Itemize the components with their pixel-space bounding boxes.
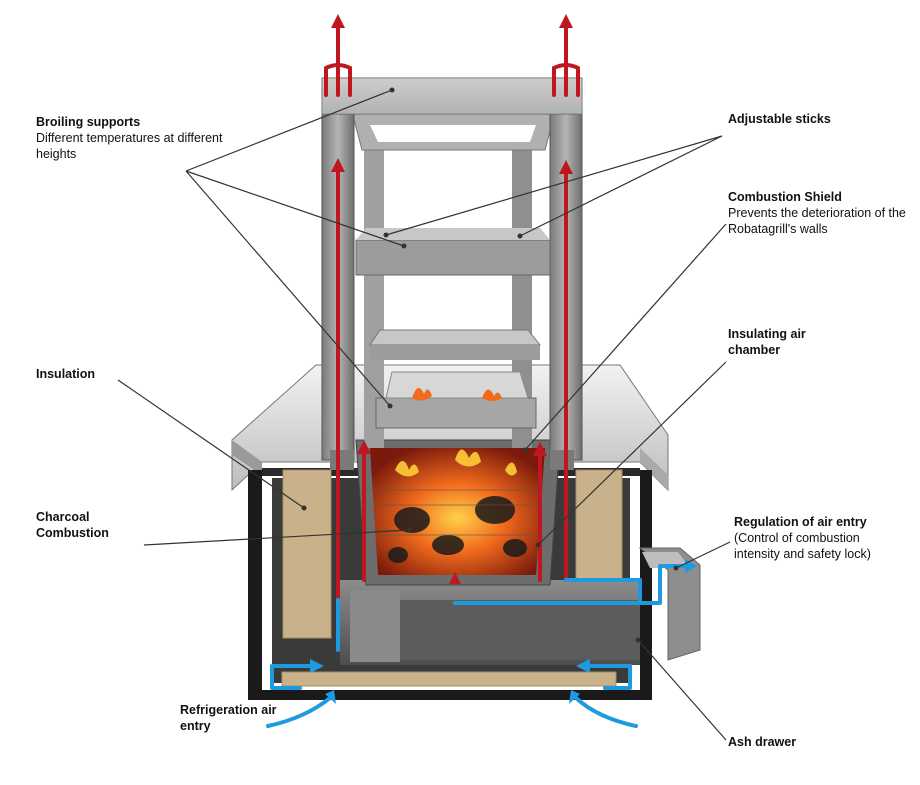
label-title: Charcoal Combustion: [36, 510, 109, 540]
label-description: (Control of combustion intensity and saf…: [734, 531, 871, 561]
label-title: Regulation of air entry: [734, 515, 867, 529]
label-combustion-shield: Combustion Shield Prevents the deteriora…: [728, 189, 908, 237]
hot-air-arrowheads: [331, 14, 573, 584]
label-title: Refrigeration air entry: [180, 703, 277, 733]
label-broiling-supports: Broiling supports Different temperatures…: [36, 114, 226, 162]
label-adjustable-sticks: Adjustable sticks: [728, 111, 898, 127]
label-description: Different temperatures at different heig…: [36, 131, 223, 161]
label-title: Broiling supports: [36, 115, 141, 129]
label-title: Adjustable sticks: [728, 112, 831, 126]
label-insulating-air-chamber: Insulating air chamber: [728, 326, 848, 358]
combustion-chamber: [355, 439, 561, 586]
label-insulation: Insulation: [36, 366, 156, 382]
label-refrigeration-air-entry: Refrigeration air entry: [180, 702, 300, 734]
label-charcoal-combustion: Charcoal Combustion: [36, 509, 156, 541]
label-regulation-air-entry: Regulation of air entry (Control of comb…: [734, 514, 909, 562]
label-title: Combustion Shield: [728, 190, 842, 204]
leader-dots: [301, 87, 679, 643]
leader-lines: [117, 89, 731, 741]
broiling-frame: [321, 77, 583, 470]
insulation-blocks: [281, 469, 623, 687]
hot-air-flow: [324, 24, 580, 652]
cold-air-flow: [266, 564, 687, 728]
label-description: Prevents the deterioration of the Robata…: [728, 206, 906, 236]
label-title: Insulating air chamber: [728, 327, 806, 357]
label-ash-drawer: Ash drawer: [728, 734, 878, 750]
label-title: Ash drawer: [728, 735, 797, 749]
label-title: Insulation: [36, 367, 96, 381]
